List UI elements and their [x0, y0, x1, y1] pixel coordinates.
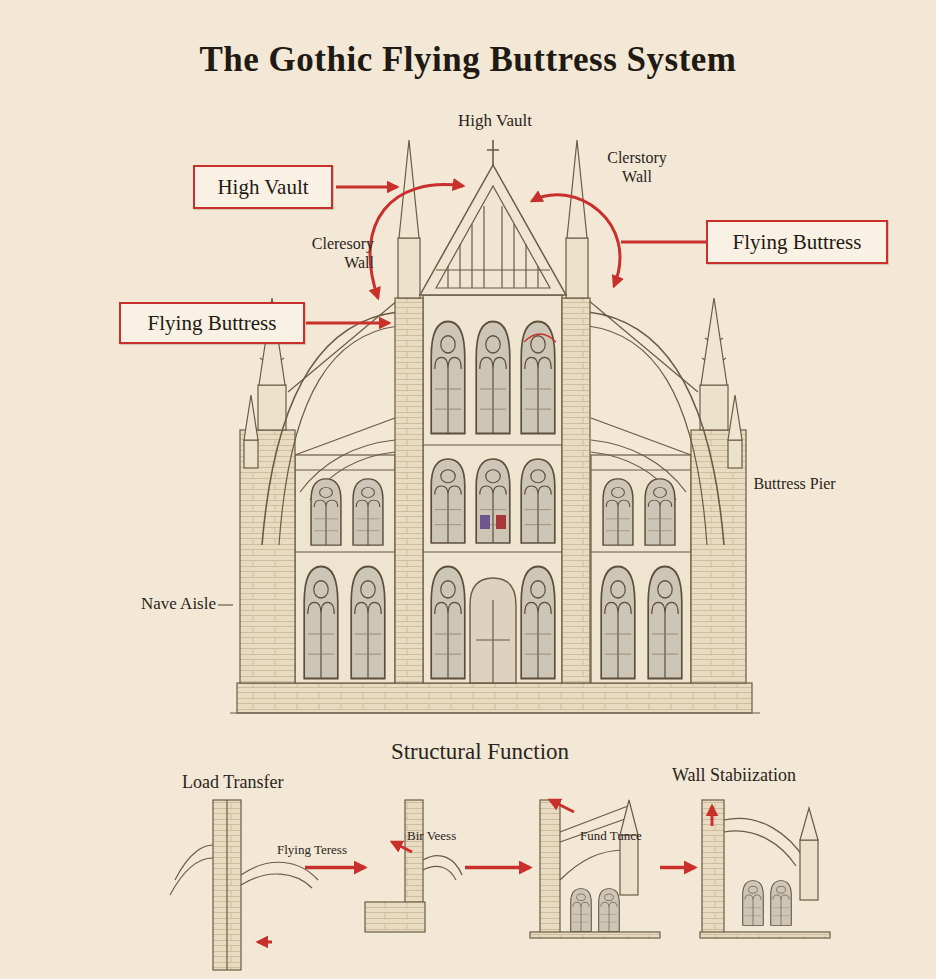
callout-arrow	[370, 185, 463, 298]
panel-sketch	[800, 808, 818, 840]
panel-sketch	[724, 818, 805, 866]
finial-cross	[487, 140, 499, 165]
portal	[470, 578, 516, 683]
panel-sketch	[771, 881, 792, 926]
callout-box: Flying Buttress	[119, 302, 305, 344]
panel-sketch	[702, 800, 724, 935]
ground-line	[230, 712, 760, 713]
force-arrow	[258, 941, 272, 944]
node-text: High Vault	[217, 175, 308, 200]
panel-sketch	[423, 856, 462, 880]
panel-sketch	[743, 881, 764, 926]
nave-window	[521, 566, 555, 678]
aisle-window	[311, 479, 341, 545]
node-text: Fund Tunce	[580, 828, 642, 844]
callout-arrow	[336, 186, 397, 189]
panel-sketch	[213, 800, 241, 970]
flow-arrow	[465, 866, 530, 870]
force-arrow	[550, 800, 574, 812]
flying-buttress-arch	[279, 326, 398, 545]
central-pier	[395, 298, 423, 683]
portal-doors	[476, 600, 510, 683]
node-text: Wall Stabiization	[672, 765, 796, 786]
node-text: Flying Buttress	[733, 230, 862, 255]
aisle-window	[353, 479, 383, 545]
panel-sketch	[365, 902, 425, 932]
aisle-wall	[295, 455, 395, 683]
panel-sketch	[571, 889, 592, 932]
part-label: Cleresory Wall	[287, 234, 374, 272]
clerestory-window	[476, 321, 510, 433]
small-pinnacle-spire	[244, 395, 258, 440]
string-course	[295, 470, 395, 552]
nave-window	[431, 566, 465, 678]
force-arrow	[392, 842, 412, 852]
function-panel: Bir Veess	[365, 800, 465, 935]
callout-arrow	[532, 195, 620, 286]
flow-arrow	[305, 866, 365, 870]
node-text: Bir Veess	[407, 828, 456, 844]
panel-sketch	[620, 835, 638, 895]
panel-sketch	[170, 845, 213, 895]
side-aisle	[240, 298, 398, 683]
part-label: Nave Aisle	[110, 594, 216, 614]
pinnacle-base	[258, 385, 286, 430]
part-label: Buttress Pier	[752, 474, 837, 493]
pier-pinnacle-base	[566, 238, 588, 298]
buttress-pier	[240, 430, 295, 683]
force-arrow	[711, 806, 714, 826]
side-aisle	[588, 298, 746, 683]
triforium-window	[476, 459, 510, 543]
function-panel: Wall Stabiization	[695, 765, 845, 940]
pier-spire	[567, 140, 587, 238]
triforium-window	[521, 459, 555, 543]
clerestory-window	[431, 321, 465, 433]
small-pinnacle-base	[244, 440, 258, 468]
node-text: Flying Buttress	[148, 311, 277, 336]
title: The Gothic Flying Buttress System	[0, 40, 936, 80]
panel-sketch	[560, 850, 625, 880]
node-text: Load Transfer	[182, 772, 284, 793]
panel-sketch	[530, 932, 660, 938]
aisle-window	[304, 566, 338, 678]
nave-front	[423, 295, 562, 683]
function-panel: Fund Tunce	[530, 800, 660, 935]
flying-buttress-arch	[262, 312, 398, 545]
pier-pinnacle-base	[398, 238, 420, 298]
gable-tracery	[436, 206, 550, 288]
panel-sketch	[800, 840, 818, 900]
panel-sketch	[170, 800, 830, 970]
callout-arrow	[306, 322, 389, 325]
clerestory-window	[521, 321, 555, 433]
force-arrow	[258, 800, 712, 942]
panel-sketch	[599, 889, 620, 932]
callout-box: Flying Buttress	[706, 220, 888, 264]
triforium-window	[431, 459, 465, 543]
panel-sketch	[700, 932, 830, 938]
node-subtext: Flying Teress	[277, 842, 347, 858]
string-course	[423, 445, 562, 552]
leader-line	[218, 604, 233, 605]
callout-box: High Vault	[193, 165, 333, 209]
part-label: Clerstory Wall	[592, 148, 682, 186]
function-panel: Load TransferFlying Teress	[170, 772, 305, 972]
stained-glass	[480, 515, 490, 529]
aisle-window	[351, 566, 385, 678]
central-pier	[562, 298, 590, 683]
section-heading: Structural Function	[330, 738, 630, 766]
plinth	[237, 683, 752, 713]
panel-sketch	[241, 862, 318, 888]
aisle-roof	[295, 418, 395, 455]
panel-sketch	[226, 800, 227, 970]
part-label: High Vault	[440, 111, 550, 131]
stained-glass	[496, 515, 506, 529]
panel-sketch	[405, 800, 423, 905]
panel-sketch	[540, 800, 560, 935]
flow-arrow	[660, 866, 695, 870]
callout-arrow	[621, 241, 706, 244]
callout-arrow	[524, 334, 556, 342]
